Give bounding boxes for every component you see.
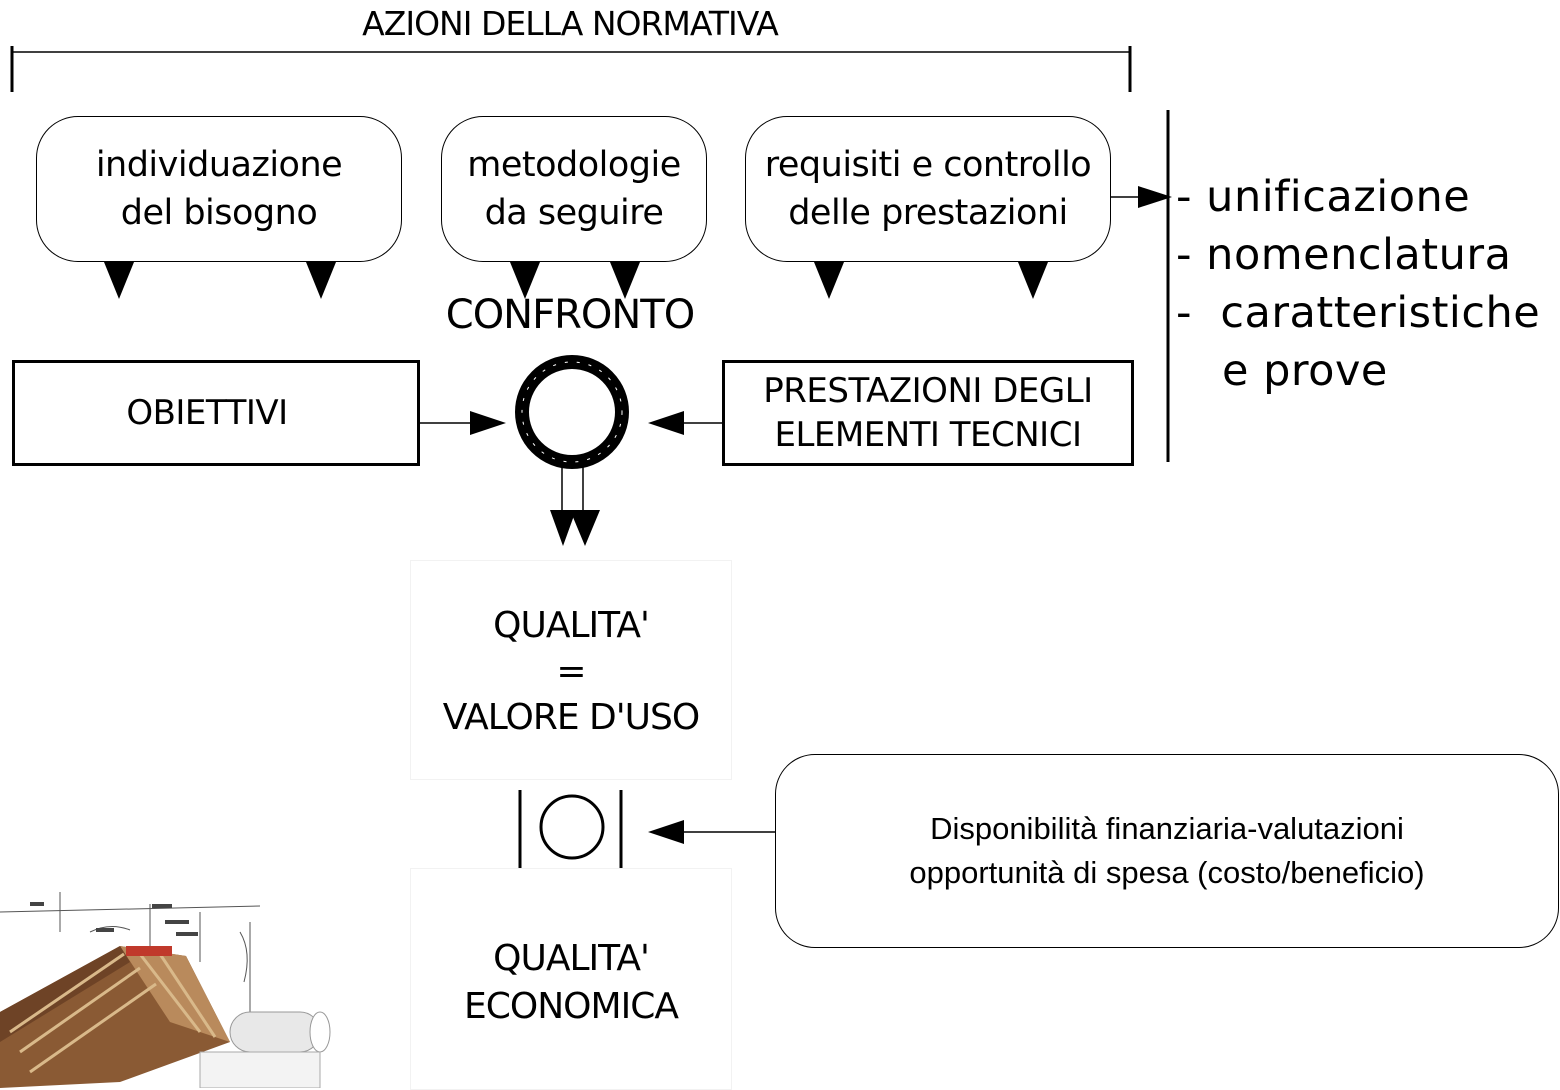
finance-line1: Disponibilità finanziaria-valutazioni	[930, 811, 1404, 846]
box-metodologie-line2: da seguire	[484, 193, 664, 233]
comparison-circle	[515, 355, 629, 469]
arrow-finance-to-symbol	[648, 820, 776, 844]
box-prestazioni-line2: ELEMENTI TECNICI	[774, 415, 1082, 455]
box-obiettivi: OBIETTIVI	[12, 360, 420, 466]
economica-line1: QUALITA'	[493, 938, 650, 979]
box-metodologie-line1: metodologie	[467, 145, 681, 185]
box-individuazione-line1: individuazione	[95, 145, 343, 185]
economica-line2: ECONOMICA	[464, 986, 679, 1027]
box-individuazione: individuazione del bisogno	[36, 116, 402, 262]
box-requisiti: requisiti e controllo delle prestazioni	[745, 116, 1111, 262]
qualita-equals: =	[556, 651, 586, 692]
box-individuazione-line2: del bisogno	[120, 193, 318, 233]
small-comparison-symbol	[518, 790, 623, 876]
qualita-line1: QUALITA'	[493, 605, 650, 646]
down-arrows	[104, 262, 1048, 299]
side-list-item-unificazione: - unificazione	[1176, 172, 1471, 222]
box-metodologie: metodologie da seguire	[441, 116, 707, 262]
arrow-circle-to-quality	[550, 466, 600, 546]
header-bracket	[10, 46, 1132, 92]
confronto-label: CONFRONTO	[445, 292, 695, 338]
arrow-prestazioni-to-circle	[648, 411, 722, 435]
box-disponibilita-finanziaria: Disponibilità finanziaria-valutazioni op…	[775, 754, 1559, 948]
arrow-obiettivi-to-circle	[420, 411, 506, 435]
finance-line2: opportunità di spesa (costo/beneficio)	[909, 855, 1425, 890]
side-list-item-caratteristiche: - caratteristiche	[1176, 288, 1541, 338]
side-list: - unificazione - nomenclatura - caratter…	[1176, 168, 1540, 400]
box-prestazioni: PRESTAZIONI DEGLI ELEMENTI TECNICI	[722, 360, 1134, 466]
box-requisiti-line2: delle prestazioni	[788, 193, 1068, 233]
box-requisiti-line1: requisiti e controllo	[764, 145, 1092, 185]
arrow-to-list	[1110, 186, 1172, 208]
house-blueprint-illustration-icon	[0, 892, 331, 1088]
qualita-line3: VALORE D'USO	[442, 697, 700, 738]
side-list-item-nomenclatura: - nomenclatura	[1176, 230, 1512, 280]
box-obiettivi-label: OBIETTIVI	[126, 393, 288, 433]
box-qualita-valore-uso: QUALITA' = VALORE D'USO	[410, 560, 732, 780]
box-qualita-economica: QUALITA' ECONOMICA	[410, 868, 732, 1090]
side-list-item-prove: e prove	[1222, 346, 1388, 396]
box-prestazioni-line1: PRESTAZIONI DEGLI	[763, 371, 1093, 411]
header-title: AZIONI DELLA NORMATIVA	[362, 4, 779, 43]
